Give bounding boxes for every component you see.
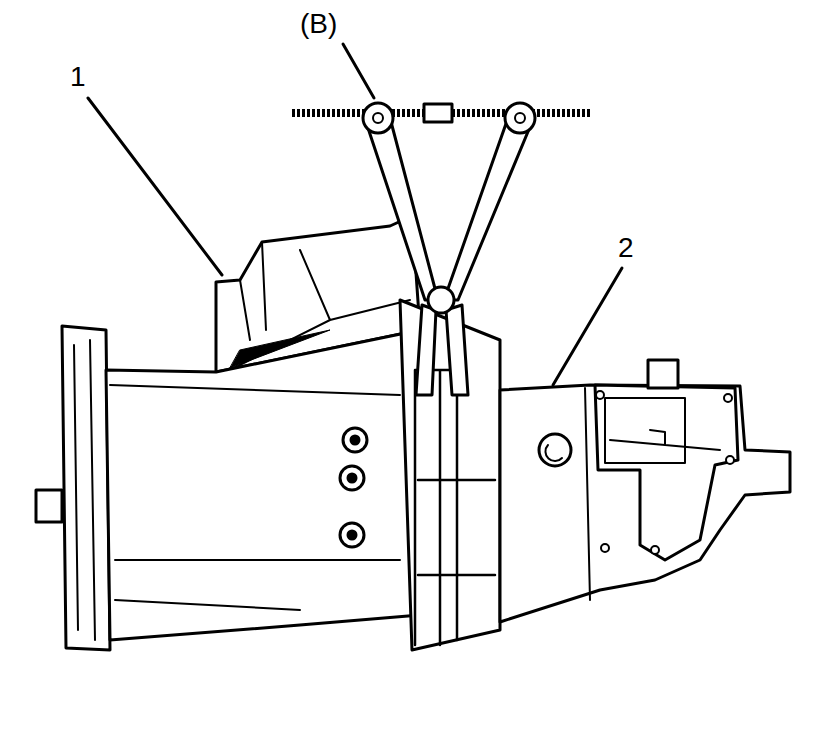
leader-line [553,268,622,385]
bolt [340,466,364,490]
tool-arm [366,118,438,300]
hole [724,394,732,402]
bolt [343,428,367,452]
nut [424,104,452,122]
flange-lines [415,370,495,645]
callout-label: 1 [70,63,86,91]
shift-rail [610,430,720,450]
bolt [351,436,359,444]
bolt [348,474,356,482]
pivot [363,103,393,133]
bell-flange [62,326,110,650]
rear-case-detail [585,388,590,600]
boss [648,360,678,388]
tool-jaw [416,305,436,395]
cover-window [605,398,685,463]
hole [601,544,609,552]
callout-label: (B) [300,10,337,38]
pivot [515,113,525,123]
case-detail [110,385,400,610]
bolt [340,523,364,547]
bolt [348,531,356,539]
tool-arm [444,118,532,300]
rear-case [500,385,790,622]
hole [726,456,734,464]
leader-line [88,98,222,275]
callout-label: 2 [618,234,634,262]
pivot [505,103,535,133]
leader-line [343,44,374,98]
plug-detail [545,445,562,461]
hole [651,546,659,554]
case-nub [36,490,62,522]
tool-jaw [446,305,468,395]
split-flange [400,300,500,650]
pivot [373,113,383,123]
jaw-pivot [428,287,454,313]
cover-plate [595,385,738,560]
hole [596,391,604,399]
main-case [106,330,420,640]
flange-detail [74,340,95,640]
plug [539,434,571,466]
